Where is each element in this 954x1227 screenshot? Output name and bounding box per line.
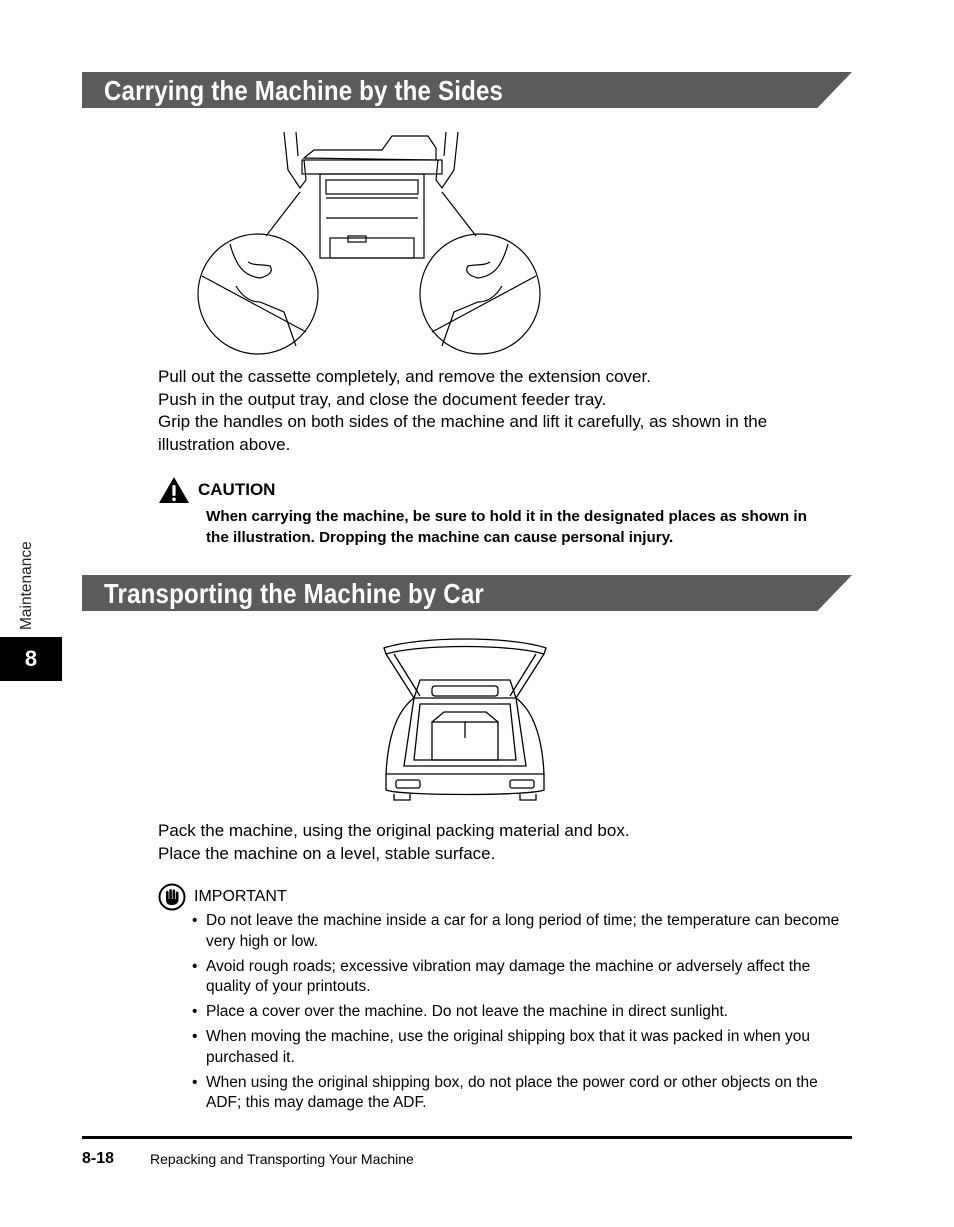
list-item: •Place a cover over the machine. Do not … — [192, 1003, 729, 1020]
important-header: IMPORTANT — [158, 882, 287, 912]
section2-instructions: Pack the machine, using the original pac… — [158, 820, 848, 865]
raised-hand-icon — [158, 883, 186, 911]
section-banner-transporting: Transporting the Machine by Car — [82, 575, 852, 611]
side-tab-label: Maintenance — [18, 541, 35, 630]
chapter-number-tab: 8 — [0, 637, 62, 681]
instruction-step-2: Push in the output tray, and close the d… — [158, 389, 607, 409]
list-item: •Do not leave the machine inside a car f… — [192, 912, 840, 950]
caution-header: CAUTION — [158, 476, 275, 504]
transport-step-1: Pack the machine, using the original pac… — [158, 821, 630, 840]
carrying-machine-illustration — [197, 131, 541, 355]
footer-divider — [82, 1136, 852, 1139]
list-item: •Avoid rough roads; excessive vibration … — [192, 957, 811, 996]
page-number: 8-18 — [82, 1150, 115, 1167]
car-transport-illustration — [383, 638, 547, 801]
instruction-step-1: Pull out the cassette completely, and re… — [158, 367, 651, 386]
section-title-carrying: Carrying the Machine by the Sides — [104, 75, 504, 106]
section-title-transporting: Transporting the Machine by Car — [104, 578, 484, 609]
transport-step-2: Place the machine on a level, stable sur… — [158, 843, 496, 863]
important-label: IMPORTANT — [194, 888, 287, 905]
warning-triangle-icon — [159, 477, 189, 503]
footer-chapter-title: Repacking and Transporting Your Machine — [150, 1151, 414, 1167]
section-banner-carrying: Carrying the Machine by the Sides — [82, 72, 852, 108]
caution-label: CAUTION — [198, 480, 276, 499]
important-bullet-list: •Do not leave the machine inside a car f… — [190, 911, 850, 1118]
instruction-step-3: Grip the handles on both sides of the ma… — [158, 412, 768, 454]
list-item: •When using the original shipping box, d… — [192, 1073, 818, 1112]
caution-text: When carrying the machine, be sure to ho… — [206, 508, 807, 546]
section1-instructions: Pull out the cassette completely, and re… — [158, 366, 848, 456]
list-item: •When moving the machine, use the origin… — [192, 1028, 810, 1066]
